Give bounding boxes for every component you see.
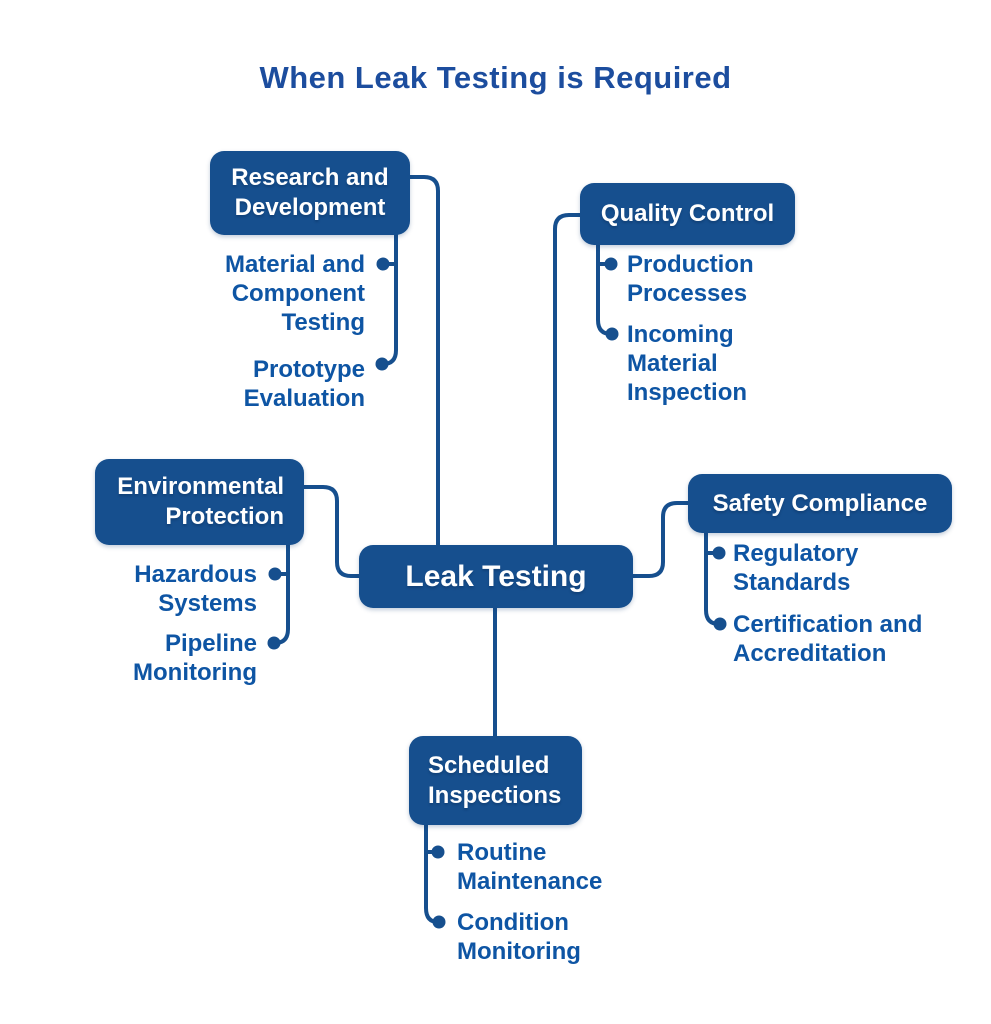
item-hazardous-systems: Hazardous Systems <box>134 561 257 617</box>
item-material-component-testing: Material and Component Testing <box>224 251 365 336</box>
diagram-title: When Leak Testing is Required <box>259 60 732 95</box>
branch-dot <box>712 546 726 560</box>
item-prototype-evaluation: Prototype Evaluation <box>243 356 365 412</box>
item-incoming-material-inspection: Incoming Material Inspection <box>627 321 748 406</box>
item-routine-maintenance: Routine Maintenance <box>457 839 603 895</box>
branch-dot <box>268 567 282 581</box>
connector-environmental-protection <box>302 485 361 578</box>
node-leak-testing-center: Leak Testing <box>359 545 633 608</box>
node-research-development: Research and Development <box>210 151 410 235</box>
branch-line-safety-compliance <box>704 531 721 626</box>
item-production-processes: Production Processes <box>627 251 754 307</box>
node-safety-compliance: Safety Compliance <box>688 474 952 533</box>
branch-dot <box>267 636 281 650</box>
branch-dot <box>604 257 618 271</box>
branch-line-quality-control <box>596 243 613 336</box>
branch-line-scheduled-inspections <box>424 823 440 924</box>
connector-research-development <box>408 175 440 547</box>
connector-safety-compliance <box>631 501 690 578</box>
item-pipeline-monitoring: Pipeline Monitoring <box>133 630 257 686</box>
branch-dot <box>376 257 390 271</box>
connector-quality-control <box>553 213 582 547</box>
branch-dot <box>605 327 619 341</box>
branch-dot <box>432 915 446 929</box>
branch-dot <box>713 617 727 631</box>
item-regulatory-standards: Regulatory Standards <box>733 540 859 596</box>
branch-line-environmental-protection <box>273 543 290 645</box>
node-environmental-protection: Environmental Protection <box>95 459 304 545</box>
item-condition-monitoring: Condition Monitoring <box>457 909 581 965</box>
node-scheduled-inspections: Scheduled Inspections <box>409 736 582 825</box>
branch-dot <box>431 845 445 859</box>
branch-line-research-development <box>381 233 398 366</box>
item-certification-accreditation: Certification and Accreditation <box>733 611 923 667</box>
branch-dot <box>375 357 389 371</box>
node-quality-control: Quality Control <box>580 183 795 245</box>
